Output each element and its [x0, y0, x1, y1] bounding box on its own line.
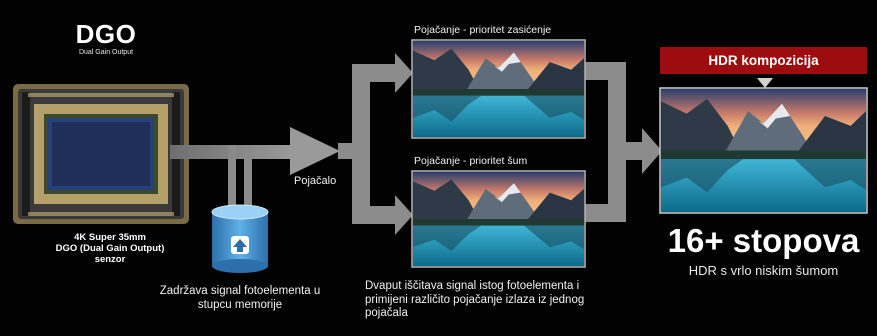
memory-label: Zadržava signal fotoelementa u stupcu me…	[135, 284, 345, 312]
signal-connector	[170, 145, 292, 213]
dgo-logo: DGO Dual Gain Output	[66, 20, 146, 57]
description-line3: pojačala	[365, 307, 408, 319]
gain-top-caption: Pojačanje - prioritet zasićenje	[414, 24, 552, 36]
sensor-chip-icon	[13, 84, 189, 224]
banner-pointer-icon	[757, 78, 773, 88]
memory-label-line1: Zadržava signal fotoelementa u	[159, 285, 321, 297]
gain-noise-image	[411, 170, 586, 268]
gain-saturation-image	[411, 39, 586, 139]
hdr-composite-image	[659, 87, 868, 214]
stops-heading: 16+ stopova	[667, 222, 860, 259]
amplifier-label: Pojačalo	[294, 175, 337, 187]
amplifier-triangle-icon	[290, 127, 340, 175]
sensor-label-line1: 4K Super 35mm	[74, 232, 146, 243]
stops-subtitle: HDR s vrlo niskim šumom	[688, 263, 839, 278]
description: Dvaput iščitava signal istog fotoelement…	[365, 280, 640, 321]
description-line2: primijeni različito pojačanje izlaza iz …	[365, 293, 585, 306]
merge-arrows	[584, 62, 662, 222]
sensor-label: 4K Super 35mm DGO (Dual Gain Output) sen…	[20, 232, 200, 265]
hdr-banner: HDR kompozicija	[660, 47, 867, 74]
gain-bottom-caption: Pojačanje - prioritet šum	[414, 155, 528, 167]
memory-cylinder-icon	[211, 204, 269, 273]
split-arrows	[338, 53, 413, 235]
memory-label-line2: stupcu memorije	[197, 299, 283, 311]
logo-subtitle: Dual Gain Output	[78, 49, 134, 56]
sensor-label-line2: DGO (Dual Gain Output)	[55, 243, 165, 254]
description-line1: Dvaput iščitava signal istog fotoelement…	[365, 280, 580, 292]
logo-title: DGO	[75, 19, 137, 49]
sensor-label-line3: senzor	[94, 254, 126, 265]
